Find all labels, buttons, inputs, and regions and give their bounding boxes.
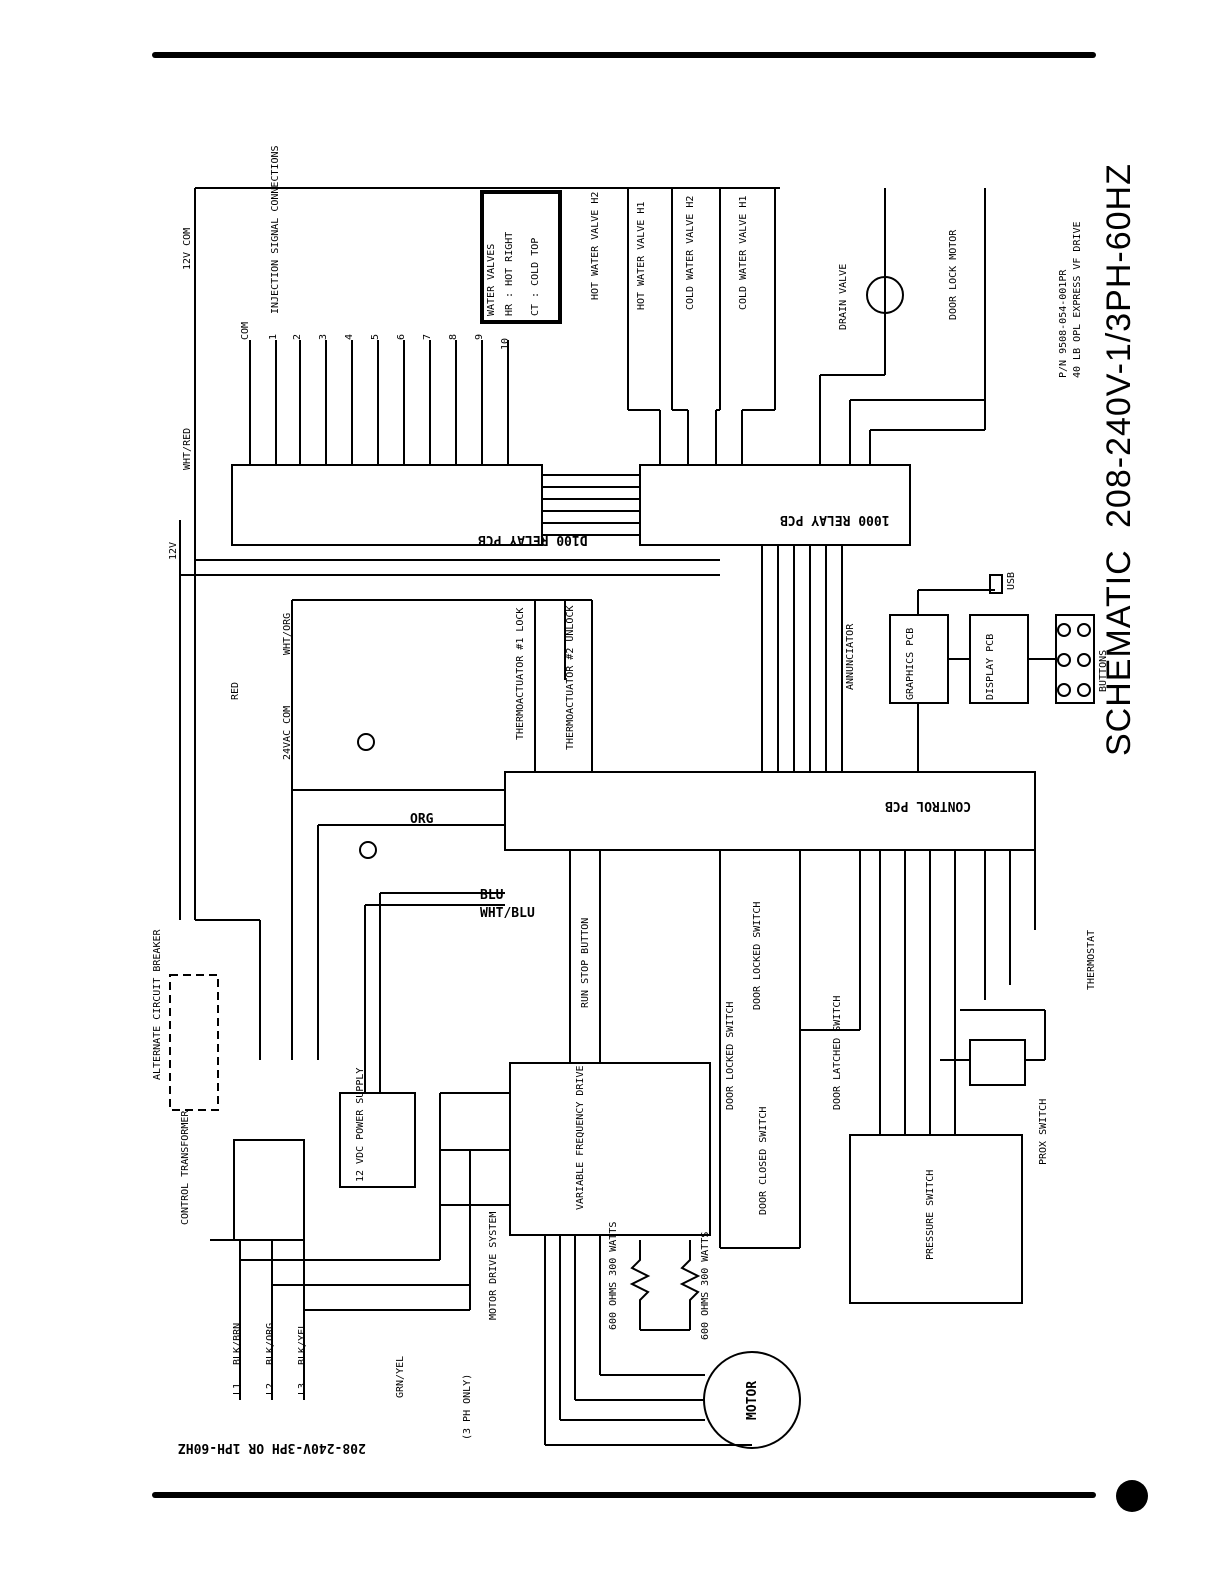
hot-valve-1-label: HOT WATER VALVE H1	[636, 201, 647, 310]
water-valves-key-line2: CT : COLD TOP	[530, 237, 541, 316]
terminal-3: 3	[318, 333, 329, 340]
buttons-label: BUTTONS	[1098, 649, 1109, 692]
line-l1-label: L1	[232, 1382, 243, 1395]
page-marker	[1116, 1480, 1148, 1512]
water-valves-key-line1: HR : HOT RIGHT	[504, 231, 515, 316]
terminal-5: 5	[370, 333, 381, 340]
wire-12v: 12V	[168, 541, 179, 560]
supply-note: 208-240V-3PH OR 1PH-60HZ	[178, 1440, 366, 1455]
terminal-9: 9	[474, 333, 485, 340]
wire-12v-com: 12V COM	[182, 227, 193, 270]
terminal-4: 4	[344, 333, 355, 340]
door-closed-switch-label: DOOR CLOSED SWITCH	[758, 1106, 769, 1215]
terminal-6: 6	[396, 333, 407, 340]
wire-blk-yel: BLK/YEL	[297, 1322, 308, 1365]
door-locked-switch-1-label: DOOR LOCKED SWITCH	[752, 901, 763, 1010]
power-supply-label: 12 VDC POWER SUPPLY	[355, 1067, 366, 1182]
resistor-1-label: 600 OHMS 300 WATTS	[608, 1221, 619, 1330]
line-l2-label: L2	[265, 1382, 276, 1395]
wire-org: ORG	[410, 812, 434, 827]
hot-valve-2-label: HOT WATER VALVE H2	[590, 191, 601, 300]
line-l3-label: L3	[297, 1382, 308, 1395]
wire-red: RED	[230, 681, 241, 700]
vfd-label: VARIABLE FREQUENCY DRIVE	[575, 1065, 586, 1211]
pressure-switch-label: PRESSURE SWITCH	[925, 1169, 936, 1260]
breaker-label: ALTERNATE CIRCUIT BREAKER	[152, 929, 163, 1080]
model-note: 40 LB OPL EXPRESS VF DRIVE	[1072, 221, 1083, 378]
relay-pcb-1000-label: 1000 RELAY PCB	[780, 512, 890, 527]
wire-grn-yel: GRN/YEL	[395, 1355, 406, 1398]
run-stop-label: RUN STOP BUTTON	[580, 917, 591, 1008]
part-number: P/N 9508-054-001PR	[1058, 269, 1069, 378]
annunciator-label: ANNUNCIATOR	[845, 623, 856, 690]
top-rule	[152, 52, 1096, 58]
thermoactuator-1-label: THERMOACTUATOR #1 LOCK	[515, 607, 526, 740]
motor-drive-label: MOTOR DRIVE SYSTEM	[488, 1211, 499, 1320]
door-latched-switch-label: DOOR LATCHED SWITCH	[832, 995, 843, 1110]
voltage-title: 208-240V-1/3PH-60HZ	[1100, 163, 1138, 528]
transformer-label: CONTROL TRANSFORMER	[180, 1110, 191, 1225]
phase-note: (3 PH ONLY)	[462, 1373, 473, 1440]
wire-blu: BLU	[480, 888, 504, 903]
control-pcb-label: CONTROL PCB	[885, 798, 972, 813]
wire-wht-blu: WHT/BLU	[480, 906, 535, 921]
thermostat-label: THERMOSTAT	[1086, 929, 1097, 990]
terminal-2: 2	[292, 333, 303, 340]
cold-valve-1-label: COLD WATER VALVE H1	[738, 195, 749, 310]
wire-blk-brn: BLK/BRN	[232, 1322, 243, 1365]
wire-wht-org: WHT/ORG	[282, 612, 293, 655]
door-lock-motor-label: DOOR LOCK MOTOR	[948, 229, 959, 320]
wire-24vac-com: 24VAC COM	[282, 705, 293, 760]
terminal-7: 7	[422, 333, 433, 340]
relay-pcb-d100-label: D100 RELAY PCB	[478, 532, 588, 547]
drain-valve-label: DRAIN VALVE	[838, 263, 849, 330]
usb-label: USB	[1006, 571, 1017, 590]
wire-wht-red: WHT/RED	[182, 427, 193, 470]
terminal-1: 1	[268, 333, 279, 340]
display-pcb-label: DISPLAY PCB	[985, 633, 996, 700]
wire-blk-org: BLK/ORG	[265, 1322, 276, 1365]
water-valves-key-title: WATER VALVES	[486, 243, 497, 316]
terminal-com: COM	[240, 321, 251, 340]
prox-switch-label: PROX SWITCH	[1038, 1098, 1049, 1165]
cold-valve-2-label: COLD WATER VALVE H2	[685, 195, 696, 310]
resistor-2-label: 600 OHMS 300 WATTS	[700, 1231, 711, 1340]
terminal-8: 8	[448, 333, 459, 340]
graphics-pcb-label: GRAPHICS PCB	[905, 627, 916, 700]
thermoactuator-2-label: THERMOACTUATOR #2 UNLOCK	[565, 605, 576, 751]
motor-label: MOTOR	[745, 1380, 760, 1420]
door-locked-switch-2-label: DOOR LOCKED SWITCH	[725, 1001, 736, 1110]
bottom-rule	[152, 1492, 1096, 1498]
terminal-10: 10	[500, 337, 511, 350]
injection-label: INJECTION SIGNAL CONNECTIONS	[270, 145, 281, 314]
